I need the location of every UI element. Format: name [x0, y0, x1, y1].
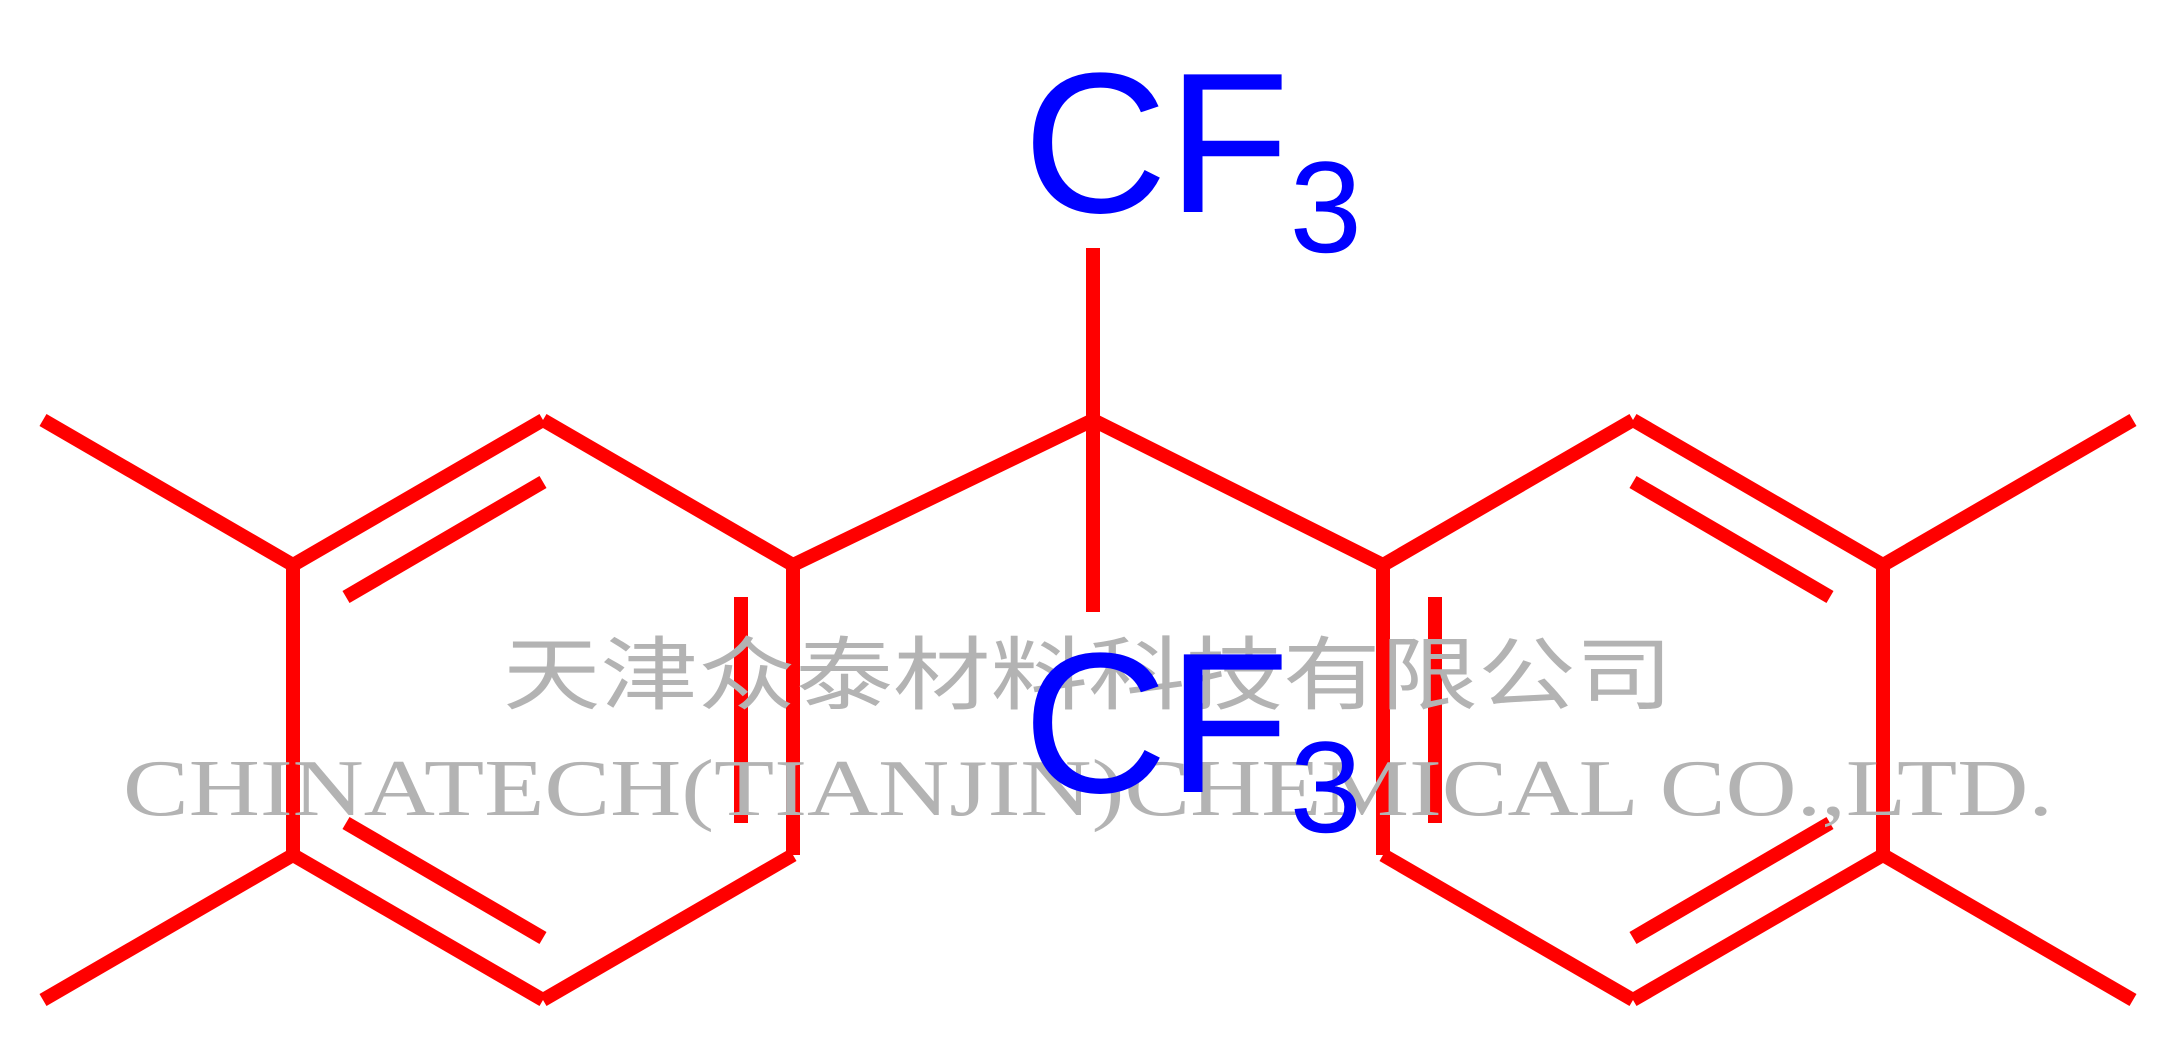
double-bond-inner — [342, 475, 547, 604]
double-bond-inner — [1629, 475, 1834, 604]
bond — [1379, 413, 1637, 572]
bond — [1089, 413, 1387, 572]
cf3-top-text: CF3 — [1023, 32, 1362, 280]
right-benzene-ring — [1376, 413, 1890, 1007]
watermark: 天津众泰材料科技有限公司 CHINATECH(TIANJIN)CHEMICAL … — [123, 633, 2053, 833]
methyl-bond — [1879, 413, 2137, 572]
bond — [1629, 413, 1887, 572]
cf3-bottom-label: CF3 — [1023, 612, 1362, 860]
bond — [289, 413, 547, 572]
watermark-english: CHINATECH(TIANJIN)CHEMICAL CO.,LTD. — [123, 745, 2053, 833]
cf3-top-main: CF — [1023, 32, 1290, 255]
central-carbon-bonds — [789, 248, 1387, 612]
bond — [289, 848, 547, 1007]
methyl-bond — [39, 848, 297, 1007]
bond — [1379, 848, 1637, 1007]
cf3-top-label: CF3 — [1023, 32, 1362, 280]
double-bond-inner — [1629, 816, 1834, 945]
double-bond-inner — [342, 816, 547, 945]
watermark-chinese: 天津众泰材料科技有限公司 — [503, 633, 1673, 721]
methyl-bond — [39, 413, 297, 572]
bond — [1629, 848, 1887, 1007]
left-benzene-ring — [286, 413, 800, 1007]
cf3-top-subscript: 3 — [1290, 134, 1362, 280]
methyl-bond — [1879, 848, 2137, 1007]
cf3-bottom-subscript: 3 — [1290, 714, 1362, 860]
bond — [539, 413, 797, 572]
cf3-bottom-text: CF3 — [1023, 612, 1362, 860]
methyl-bonds — [39, 413, 2137, 1007]
bond — [789, 413, 1097, 572]
cf3-bottom-main: CF — [1023, 612, 1290, 835]
bond — [539, 848, 797, 1007]
